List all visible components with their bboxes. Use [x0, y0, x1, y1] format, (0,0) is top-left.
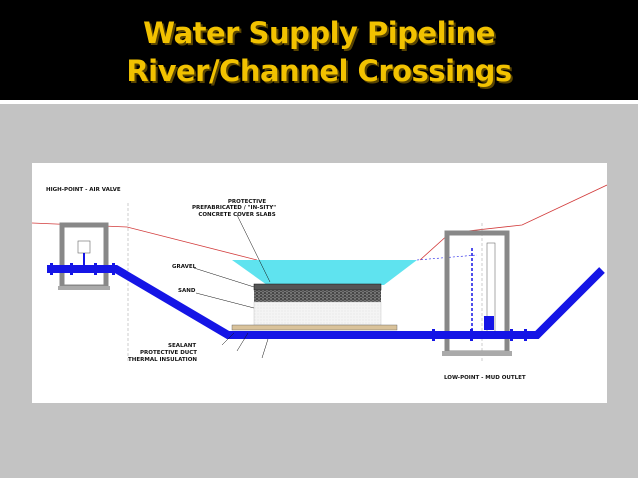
leader-insulation — [261, 338, 269, 359]
pipe-flange — [524, 329, 527, 341]
sand-layer — [253, 301, 382, 326]
gravel-layer — [254, 290, 381, 302]
cover-slabs — [253, 283, 382, 291]
leader-sand — [195, 292, 255, 309]
pipe-flange — [432, 329, 435, 341]
slide-title-line-2: River/Channel Crossings — [126, 54, 512, 88]
label-high-point: HIGH-POINT - AIR VALVE — [46, 187, 121, 193]
slide-header — [0, 0, 638, 100]
leader-gravel — [193, 267, 255, 288]
diagram-drawing — [32, 184, 607, 363]
header-divider — [0, 100, 638, 104]
label-protective-line-1: PROTECTIVE — [227, 199, 267, 205]
pipe-flange — [112, 263, 115, 275]
slide-title-line-1: Water Supply Pipeline — [143, 16, 495, 50]
leader-cover-slabs — [236, 214, 271, 283]
main-pipeline — [47, 265, 605, 339]
label-gravel: GRAVEL — [172, 264, 197, 270]
leader-duct — [236, 332, 249, 352]
pipe-flange — [470, 329, 473, 341]
river-water — [232, 260, 417, 285]
pipe-flange — [70, 263, 73, 275]
protective-duct — [231, 324, 398, 331]
ground-line-right — [419, 184, 607, 261]
label-low-point: LOW-POINT - MUD OUTLET — [444, 375, 526, 381]
label-protective-slabs: PROTECTIVE PREFABRICATED / "IN-SITY" CON… — [192, 199, 276, 218]
ground-line-left — [32, 222, 258, 261]
pipe-flange — [510, 329, 513, 341]
label-protective-line-3: CONCRETE COVER SLABS — [198, 211, 276, 218]
pipe-flange — [50, 263, 53, 275]
air-valve-chamber-base — [58, 286, 110, 290]
pipeline-crossing-diagram: HIGH-POINT - AIR VALVE PROTECTIVE PREFAB… — [32, 163, 607, 403]
air-valve-body — [77, 240, 91, 254]
mud-outlet-chamber-base — [442, 351, 512, 356]
label-sand: SAND — [178, 288, 196, 294]
label-protective-line-2: PREFABRICATED / "IN-SITY" — [192, 205, 277, 212]
label-sealant: SEALANT — [168, 343, 197, 349]
label-protective-duct: PROTECTIVE DUCT — [140, 350, 198, 356]
mud-outlet-valve — [484, 316, 494, 330]
pipe-flange — [94, 263, 97, 275]
label-thermal-insulation: THERMAL INSULATION — [128, 357, 197, 363]
leader-sealant — [221, 332, 235, 346]
